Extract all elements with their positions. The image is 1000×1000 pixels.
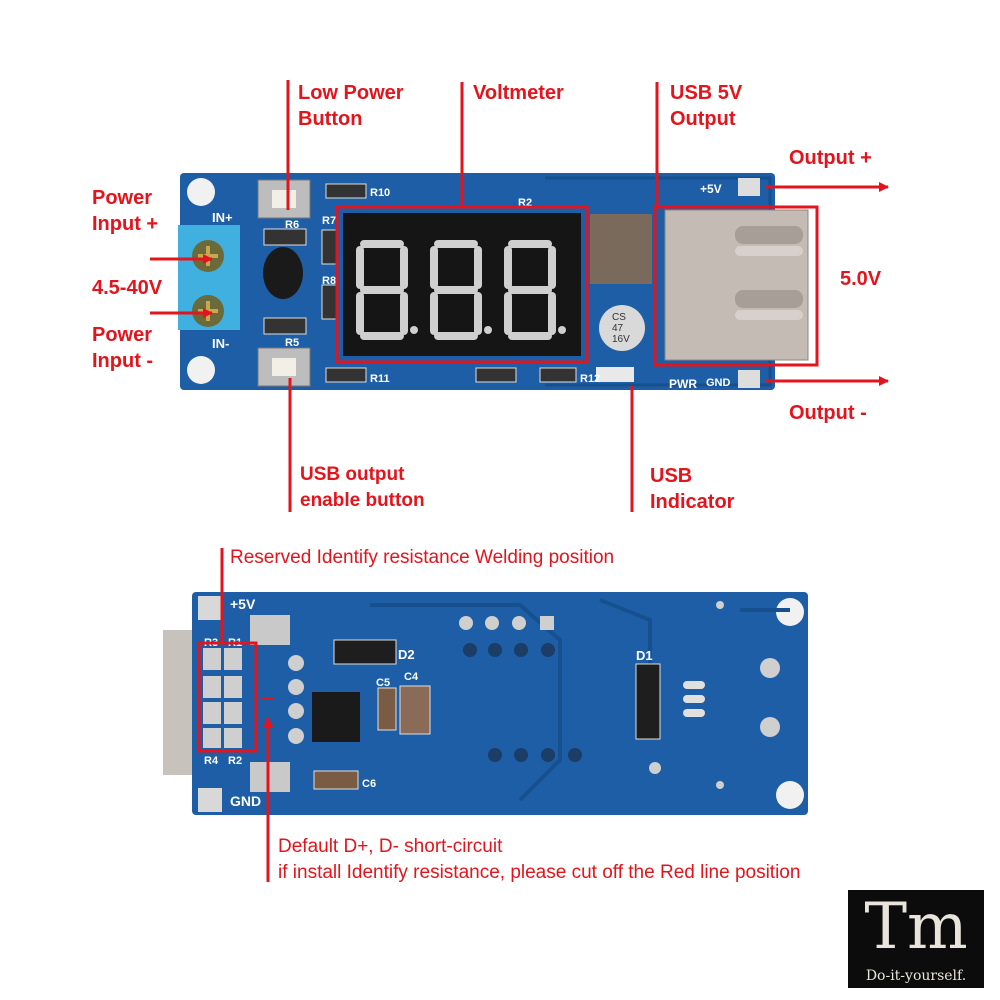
usb-port bbox=[664, 209, 809, 361]
silk-r11: R11 bbox=[370, 373, 390, 385]
cap-text: CS bbox=[612, 312, 626, 323]
label-default-short: Default D+, D- short-circuit bbox=[278, 836, 503, 857]
inductor bbox=[590, 214, 652, 284]
diode-d1 bbox=[635, 663, 661, 740]
silk-5v: +5V bbox=[230, 596, 256, 612]
brand-logo: Tm Do-it-yourself. bbox=[848, 890, 984, 988]
label-line: USB bbox=[650, 465, 693, 487]
label-line: Power bbox=[92, 324, 153, 346]
silk-d2: D2 bbox=[398, 647, 415, 662]
silk-r6: R6 bbox=[285, 219, 299, 231]
silk-gnd: GND bbox=[230, 793, 261, 809]
label-output-plus: Output + bbox=[789, 147, 872, 169]
label-line: Power bbox=[92, 187, 153, 209]
transistor bbox=[263, 247, 303, 299]
silk-5v: +5V bbox=[700, 182, 722, 196]
silk-gnd: GND bbox=[706, 377, 731, 389]
usb-port-side bbox=[163, 630, 197, 775]
mount-hole bbox=[187, 178, 215, 206]
silk-pwr: PWR bbox=[669, 377, 697, 391]
label-usb-output: USB 5V Output bbox=[670, 80, 742, 132]
top-pcb: CS 47 16V IN+ IN- +5V GND PWR R10 R11 R1… bbox=[178, 173, 809, 391]
label-input-range: 4.5-40V bbox=[92, 277, 163, 299]
ic-chip bbox=[312, 692, 360, 742]
label-line: USB output bbox=[300, 464, 405, 485]
low-power-button bbox=[257, 179, 311, 219]
silk-in-plus: IN+ bbox=[212, 210, 233, 225]
seven-segment-display bbox=[343, 213, 581, 356]
label-line: USB 5V bbox=[670, 82, 743, 104]
bottom-pcb: +5V GND R3 R1 R4 R2 D1 D2 C4 C5 C6 bbox=[163, 592, 808, 815]
logo-tagline: Do-it-yourself. bbox=[865, 968, 967, 984]
label-usb-enable-button: USB output enable button bbox=[300, 462, 425, 514]
label-cut-note: if install Identify resistance, please c… bbox=[278, 862, 801, 883]
top-annotation-lines bbox=[150, 80, 889, 512]
silk-d1: D1 bbox=[636, 648, 653, 663]
silk-r5: R5 bbox=[285, 337, 299, 349]
cap-text: 16V bbox=[612, 334, 630, 345]
silk-r12: R12 bbox=[580, 373, 600, 385]
label-line: Output bbox=[670, 108, 736, 130]
usb-indicator-led bbox=[596, 367, 634, 382]
diode-d2 bbox=[333, 639, 397, 665]
label-line: Low Power bbox=[298, 82, 404, 104]
label-usb-indicator: USB Indicator bbox=[650, 463, 734, 515]
label-reserved-resistance: Reserved Identify resistance Welding pos… bbox=[230, 547, 615, 568]
label-power-input-plus: Power Input + bbox=[92, 185, 158, 237]
silk-r8: R8 bbox=[322, 275, 336, 287]
silk-r7: R7 bbox=[322, 215, 336, 227]
silk-c5: C5 bbox=[376, 677, 390, 689]
silk-r10: R10 bbox=[370, 187, 390, 199]
capacitor: CS 47 16V bbox=[599, 305, 645, 351]
label-line: Button bbox=[298, 108, 363, 130]
silk-in-minus: IN- bbox=[212, 336, 229, 351]
silk-c4: C4 bbox=[404, 671, 419, 683]
label-line: Input + bbox=[92, 213, 159, 235]
silk-r4: R4 bbox=[204, 755, 219, 767]
label-voltmeter: Voltmeter bbox=[473, 82, 564, 104]
label-output-minus: Output - bbox=[789, 402, 867, 424]
label-power-input-minus: Power Input - bbox=[92, 322, 153, 374]
cap-text: 47 bbox=[612, 323, 624, 334]
logo-mark: Tm bbox=[864, 890, 968, 964]
silk-c6: C6 bbox=[362, 778, 376, 790]
label-line: Input - bbox=[92, 350, 154, 372]
bottom-annotation-lines bbox=[197, 548, 274, 882]
mount-hole bbox=[187, 356, 215, 384]
label-output-voltage: 5.0V bbox=[840, 268, 882, 290]
usb-enable-button bbox=[257, 347, 311, 387]
label-line: enable button bbox=[300, 490, 425, 511]
label-low-power-button: Low Power Button bbox=[298, 80, 404, 132]
silk-r2: R2 bbox=[228, 755, 242, 767]
label-line: Indicator bbox=[650, 491, 735, 513]
